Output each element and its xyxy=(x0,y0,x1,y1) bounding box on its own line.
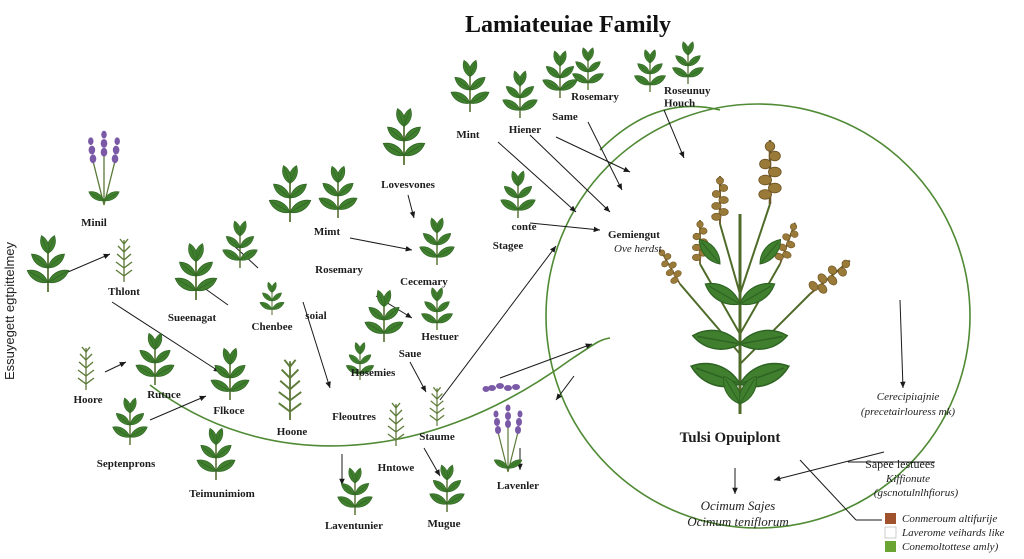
legend-label-0: Conmeroum altifurije xyxy=(902,513,997,525)
herb-cecemary-icon xyxy=(418,217,456,265)
label-hoore: Hoore xyxy=(73,394,102,406)
herb-lavenler-icon xyxy=(493,405,524,473)
label-mimt: Mimt xyxy=(314,226,341,238)
herb-hiener-icon xyxy=(501,70,539,118)
label-thlont: Thlont xyxy=(108,286,140,298)
legend-swatch-1 xyxy=(884,526,897,539)
herb-septenprons-icon xyxy=(111,397,149,445)
herb-flkoce-icon xyxy=(209,347,251,400)
binomial-2: Ocimum teniflorum xyxy=(687,514,788,529)
label-saue: Saue xyxy=(399,348,422,360)
label-septenprons: Septenprons xyxy=(97,458,156,470)
herb-rutnce-icon xyxy=(134,332,176,385)
center-ring xyxy=(545,103,971,529)
label-soial: soial xyxy=(305,310,326,322)
herb-roseunuy-icon xyxy=(633,49,668,92)
center-plant-name: Tulsi Opuiplont xyxy=(680,430,781,446)
legend-label-2: Conemoltottese amly) xyxy=(902,541,999,553)
herb-laverages-icon xyxy=(25,234,71,292)
herb-thlont-icon xyxy=(115,238,133,283)
label-hestuer: Hestuer xyxy=(421,331,458,343)
label-conte: conte xyxy=(511,221,536,233)
legend-swatch-2 xyxy=(885,541,896,552)
herb-chenbee-icon xyxy=(259,281,286,315)
label-mint-top: Mint xyxy=(456,129,480,141)
herb-teimunimiom-icon xyxy=(195,427,237,480)
flow-curve-lower xyxy=(149,337,611,447)
right-note-1: Cerecipiıajnie xyxy=(877,391,940,403)
right-kiff: Kiffionute xyxy=(885,473,930,485)
herb-sueenagat2-icon xyxy=(221,220,259,268)
herb-hntowe-icon xyxy=(387,402,405,447)
diagram-title: Lamiateuiae Family xyxy=(465,12,671,38)
label-same: Same xyxy=(552,111,578,123)
center-top-sublabel: Ove herdst xyxy=(614,243,662,255)
herb-hoone-icon xyxy=(277,358,303,421)
label-staume: Staume xyxy=(419,431,455,443)
legend: Conmeroum altifurije Laverome veihards l… xyxy=(884,513,1005,553)
herb-houch-icon xyxy=(671,41,706,84)
label-rosemary-top: Rosemary xyxy=(571,91,619,103)
herb-minil-icon xyxy=(87,131,121,205)
herb-mugue-icon xyxy=(428,464,466,512)
label-flkoce: Flkoce xyxy=(213,405,244,417)
herb-mimt-icon xyxy=(267,164,313,222)
herb-lovesvones-icon xyxy=(381,107,427,165)
label-stagee: Stagee xyxy=(493,240,524,252)
binomial-1: Ocimum Sajes xyxy=(701,498,776,513)
label-rutnce: Rutnce xyxy=(147,389,181,401)
label-lavenler: Lavenler xyxy=(497,480,539,492)
label-lovesvones: Lovesvones xyxy=(381,179,436,191)
label-hosemies: Hosemies xyxy=(351,367,396,379)
legend-swatch-0 xyxy=(885,513,896,524)
label-laventunier: Laventunier xyxy=(325,520,383,532)
right-note-2: (precetairlouress mk) xyxy=(861,406,956,418)
label-hoone: Hoone xyxy=(277,426,308,438)
label-teimunimiom: Teimunimiom xyxy=(189,488,255,500)
label-cecemary: Cecemary xyxy=(400,276,448,288)
label-hiener: Hiener xyxy=(509,124,541,136)
label-fleoutres: Fleoutres xyxy=(332,411,377,423)
herb-conte-icon xyxy=(499,170,537,218)
herb-sueenagat-icon xyxy=(173,242,219,300)
flow-curve-upper xyxy=(599,105,721,151)
herb-mimt2-icon xyxy=(317,165,359,218)
right-gsm: (gscnotulnlhfiorus) xyxy=(874,487,959,499)
label-mugue: Mugue xyxy=(428,518,461,530)
center-top-label: Gemiengut xyxy=(608,229,660,241)
herb-staume-icon xyxy=(429,386,445,427)
label-hntowe: Hntowe xyxy=(378,462,415,474)
herb-hoore-icon xyxy=(77,346,95,391)
tulsi-plant-illustration xyxy=(653,138,857,414)
herb-illustrations xyxy=(25,41,705,515)
label-minil: Minil xyxy=(81,217,107,229)
side-label: Essuyegett egtpittelmey xyxy=(2,241,17,380)
right-sapee: Sapee lestuees xyxy=(865,457,935,471)
legend-label-1: Laverome veihards like xyxy=(901,527,1005,539)
label-rosemary-mid: Rosemary xyxy=(315,264,363,276)
herb-mint-top-icon xyxy=(449,59,491,112)
herb-hestuer-icon xyxy=(363,289,405,342)
label-sueenagat: Sueenagat xyxy=(168,312,217,324)
herb-hestuer2-icon xyxy=(420,287,455,330)
herb-lavender-cluster-icon xyxy=(482,383,520,392)
label-chenbee: Chenbee xyxy=(252,321,293,333)
